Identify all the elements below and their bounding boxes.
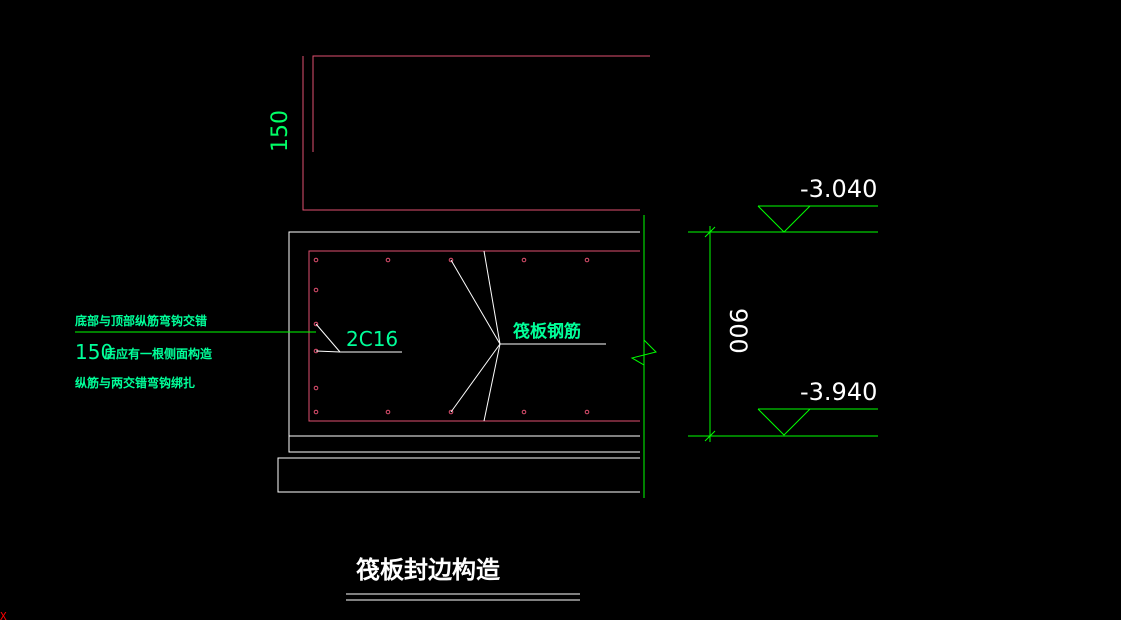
axis-marker-x: X	[0, 610, 7, 620]
elevation-top-label: -3.040	[800, 175, 877, 203]
upper-wall-outline	[312, 55, 650, 152]
dim-top-label: 150	[268, 110, 293, 152]
leader-main-3	[450, 343, 501, 413]
elevation-marker-bottom	[757, 408, 878, 436]
elevation-marker-top	[757, 205, 878, 233]
note-line-3: 纵筋与两交错弯钩绑扎	[75, 375, 195, 390]
note-line-1: 底部与顶部纵筋弯钩交错	[75, 313, 207, 328]
blinding-layer	[277, 457, 640, 493]
break-line	[630, 215, 657, 498]
slab-outer-edge	[288, 231, 640, 453]
rebar-dot	[313, 257, 319, 263]
rebar-side-label: 2C16	[346, 327, 398, 351]
leader-2c16-a	[315, 323, 341, 353]
note-line-2-text: 后应有一根侧面构造	[104, 346, 213, 361]
elevation-bottom-label: -3.940	[800, 378, 877, 406]
rebar-dot	[448, 409, 454, 415]
elev-bottom-triangle	[757, 408, 811, 436]
leader-main-1	[450, 259, 501, 345]
leader-2c16-b	[315, 350, 341, 353]
rebar-dot	[313, 409, 319, 415]
rebar-dot	[584, 409, 590, 415]
raft-slab-outline	[277, 231, 640, 493]
rebar-dot	[385, 257, 391, 263]
upper-wall-base	[302, 56, 640, 211]
height-dimension	[688, 226, 878, 442]
rebar-dot	[584, 257, 590, 263]
rebar-dot	[385, 409, 391, 415]
leader-main-4	[483, 343, 501, 422]
upper-wall	[302, 55, 650, 211]
title-underline	[346, 593, 580, 601]
rebar-dot	[313, 385, 319, 391]
dim-height-label: 900	[724, 308, 752, 354]
rebar-outline	[308, 250, 640, 422]
dim-tick-top	[704, 226, 716, 238]
dim-tick-bottom	[704, 430, 716, 442]
elev-top-triangle	[757, 205, 811, 233]
rebar-dot	[448, 257, 454, 263]
rebar-dot	[521, 257, 527, 263]
leader-lines	[315, 250, 606, 422]
rebar-dot	[313, 321, 319, 327]
note-line-2-num: 150	[75, 340, 113, 364]
drawing-title: 筏板封边构造	[356, 556, 500, 584]
rebar-main-label: 筏板钢筋	[513, 321, 581, 342]
rebar-dot	[521, 409, 527, 415]
rebar-cage	[308, 250, 640, 422]
rebar-dot	[313, 287, 319, 293]
leader-main-2	[483, 250, 501, 345]
break-symbol	[630, 339, 657, 366]
